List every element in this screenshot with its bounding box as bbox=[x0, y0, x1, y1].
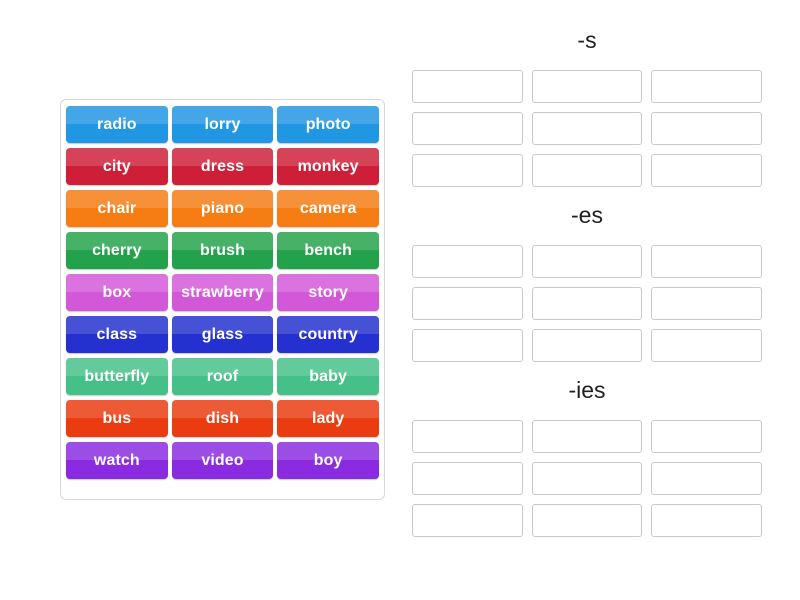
word-tile[interactable]: roof bbox=[171, 358, 274, 395]
word-tile-grid: radio lorry photo city dress monkey chair piano… bbox=[66, 106, 379, 479]
word-tile-label: baby bbox=[309, 367, 348, 385]
drop-slot[interactable] bbox=[412, 112, 523, 145]
drop-slot[interactable] bbox=[531, 329, 643, 362]
word-tile[interactable]: class bbox=[66, 316, 168, 353]
word-tile[interactable]: story bbox=[277, 274, 379, 311]
drop-slot[interactable] bbox=[651, 154, 762, 187]
word-tile-label: country bbox=[298, 325, 358, 343]
word-tile-label: chair bbox=[97, 199, 137, 217]
word-tile-label: dress bbox=[200, 157, 245, 175]
word-tile-label: glass bbox=[201, 325, 244, 343]
sort-group-title: -s bbox=[577, 27, 597, 53]
drop-slot[interactable] bbox=[651, 329, 762, 362]
sort-group: -es bbox=[412, 203, 762, 362]
drop-slot[interactable] bbox=[412, 287, 523, 320]
word-tile[interactable]: bus bbox=[66, 400, 168, 437]
drop-slot[interactable] bbox=[651, 245, 762, 278]
word-tile[interactable]: cherry bbox=[66, 232, 168, 269]
drop-slot[interactable] bbox=[412, 504, 523, 537]
drop-slot[interactable] bbox=[412, 329, 523, 362]
word-tile[interactable]: city bbox=[66, 148, 168, 185]
word-tile-label: watch bbox=[93, 451, 140, 469]
word-tile[interactable]: dress bbox=[171, 148, 274, 185]
drop-slot[interactable] bbox=[651, 420, 762, 453]
drop-slot[interactable] bbox=[651, 70, 762, 103]
word-tile[interactable]: photo bbox=[277, 106, 379, 143]
word-tile[interactable]: piano bbox=[171, 190, 274, 227]
drop-slot[interactable] bbox=[531, 112, 643, 145]
word-tile-label: bus bbox=[102, 409, 132, 427]
word-tile[interactable]: country bbox=[277, 316, 379, 353]
word-tile-label: strawberry bbox=[181, 283, 264, 301]
drop-slot[interactable] bbox=[412, 245, 523, 278]
drop-slot[interactable] bbox=[651, 287, 762, 320]
sort-group-title: -ies bbox=[568, 377, 606, 403]
drop-slot-grid bbox=[412, 420, 762, 537]
sort-group: -s bbox=[412, 28, 762, 187]
word-tile[interactable]: strawberry bbox=[171, 274, 274, 311]
drop-slot[interactable] bbox=[531, 245, 643, 278]
word-tile[interactable]: boy bbox=[277, 442, 379, 479]
drop-slot-grid bbox=[412, 245, 762, 362]
word-tile-label: brush bbox=[200, 241, 245, 259]
sort-group: -ies bbox=[412, 378, 762, 537]
drop-slot[interactable] bbox=[412, 154, 523, 187]
word-tile[interactable]: radio bbox=[66, 106, 168, 143]
drop-slot[interactable] bbox=[412, 70, 523, 103]
word-tile-label: lorry bbox=[204, 115, 241, 133]
word-tile[interactable]: dish bbox=[171, 400, 274, 437]
word-tile[interactable]: butterfly bbox=[66, 358, 168, 395]
drop-slot[interactable] bbox=[531, 504, 643, 537]
word-tile[interactable]: watch bbox=[66, 442, 168, 479]
sort-groups: -s -es -ies bbox=[412, 28, 762, 553]
drop-slot[interactable] bbox=[412, 420, 523, 453]
word-tile-label: lady bbox=[311, 409, 345, 427]
drop-slot[interactable] bbox=[651, 504, 762, 537]
word-tile[interactable]: baby bbox=[277, 358, 379, 395]
drop-slot-grid bbox=[412, 70, 762, 187]
word-tile-label: bench bbox=[304, 241, 352, 259]
word-tile-label: dish bbox=[205, 409, 240, 427]
word-tile[interactable]: camera bbox=[277, 190, 379, 227]
word-tile-label: camera bbox=[299, 199, 357, 217]
word-tile-label: roof bbox=[206, 367, 239, 385]
word-tile[interactable]: box bbox=[66, 274, 168, 311]
drop-slot[interactable] bbox=[531, 154, 643, 187]
drop-slot[interactable] bbox=[531, 287, 643, 320]
drop-slot[interactable] bbox=[531, 70, 643, 103]
drop-slot[interactable] bbox=[412, 462, 523, 495]
word-tile[interactable]: chair bbox=[66, 190, 168, 227]
drop-slot[interactable] bbox=[651, 112, 762, 145]
word-tile-label: class bbox=[96, 325, 138, 343]
drop-slot[interactable] bbox=[651, 462, 762, 495]
word-tile-label: video bbox=[201, 451, 244, 469]
word-tile-label: cherry bbox=[92, 241, 142, 259]
drop-slot[interactable] bbox=[531, 420, 643, 453]
word-tile[interactable]: lorry bbox=[171, 106, 274, 143]
word-tile-label: box bbox=[102, 283, 132, 301]
word-tile[interactable]: brush bbox=[171, 232, 274, 269]
word-tile[interactable]: monkey bbox=[277, 148, 379, 185]
word-tile-label: story bbox=[308, 283, 348, 301]
word-tile-label: butterfly bbox=[84, 367, 150, 385]
word-tile-label: piano bbox=[200, 199, 245, 217]
drop-slot[interactable] bbox=[531, 462, 643, 495]
word-tile[interactable]: lady bbox=[277, 400, 379, 437]
sort-group-title: -es bbox=[571, 202, 603, 228]
word-tile[interactable]: glass bbox=[171, 316, 274, 353]
word-tile[interactable]: video bbox=[171, 442, 274, 479]
word-tile-label: boy bbox=[313, 451, 343, 469]
word-tile-label: photo bbox=[305, 115, 351, 133]
word-tile-label: city bbox=[102, 157, 131, 175]
word-tile-tray: radio lorry photo city dress monkey chair piano… bbox=[60, 99, 385, 500]
word-tile[interactable]: bench bbox=[277, 232, 379, 269]
word-tile-label: monkey bbox=[297, 157, 359, 175]
word-tile-label: radio bbox=[97, 115, 137, 133]
